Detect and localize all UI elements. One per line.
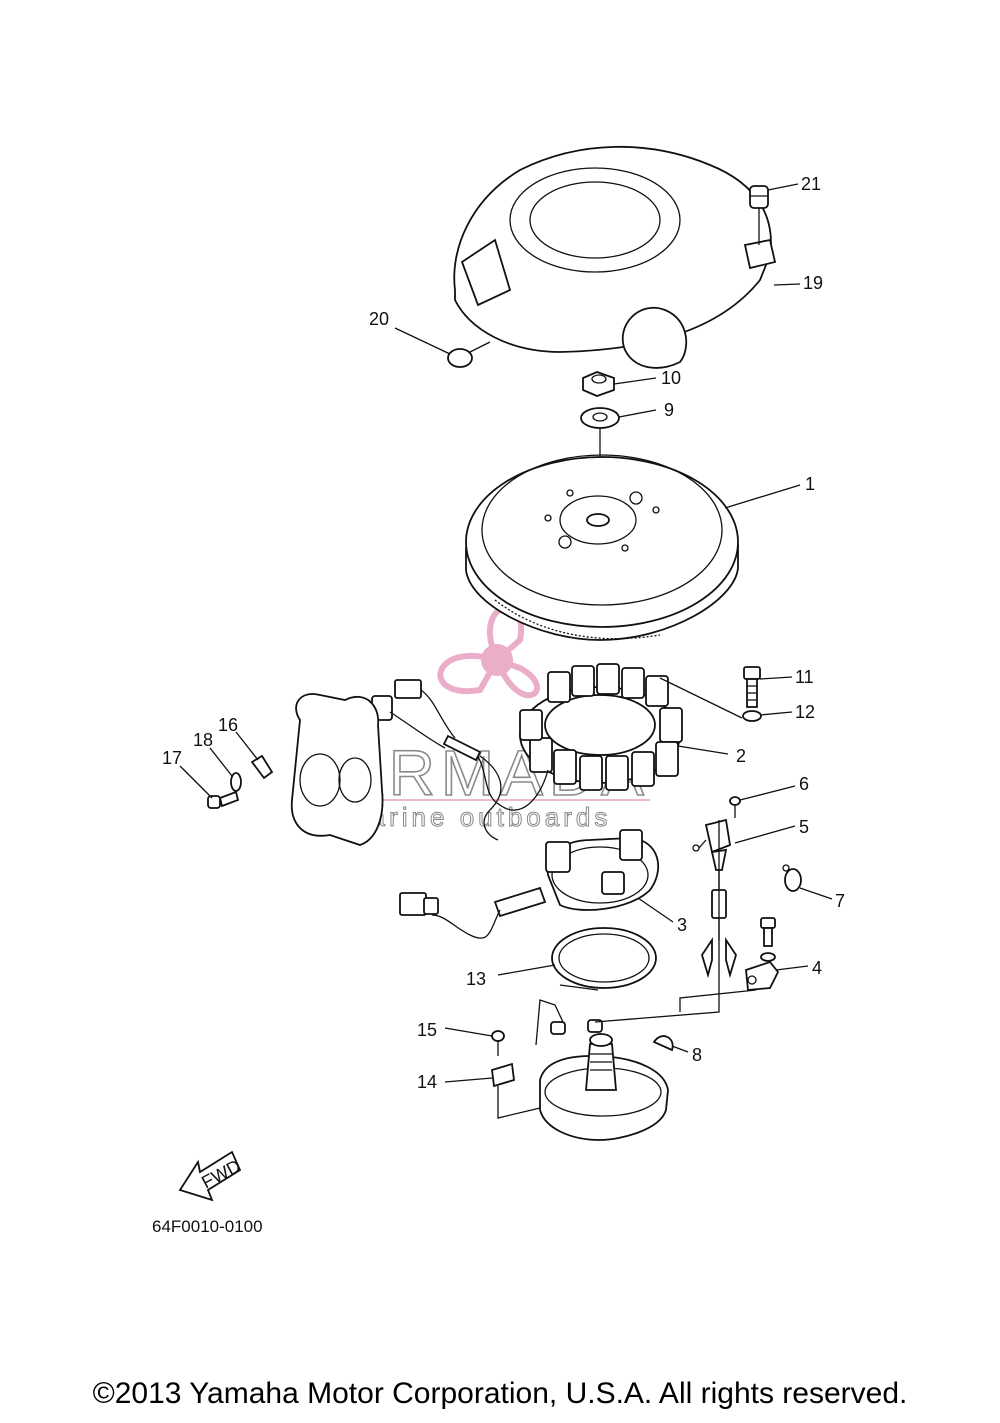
cam-plate-bracket	[290, 693, 384, 846]
part-14-clip	[491, 1062, 515, 1088]
part-18-washer	[230, 772, 242, 792]
part-9-washer	[580, 407, 620, 429]
part-8-woodruff-key	[652, 1035, 674, 1052]
callout-9: 9	[664, 400, 674, 420]
part-19-flywheel-cover	[453, 145, 777, 369]
leader-21	[767, 183, 799, 191]
callout-7: 7	[835, 891, 845, 911]
watermark-propeller-icon	[437, 605, 540, 699]
leader-16	[235, 731, 259, 761]
callout-13: 13	[466, 969, 486, 989]
callout-11: 11	[795, 667, 814, 687]
leader-3	[637, 897, 674, 923]
callout-8: 8	[692, 1045, 702, 1065]
leader-5	[734, 825, 796, 844]
leader-17	[179, 765, 213, 799]
part-10-nut	[582, 371, 615, 397]
part-2-stator	[469, 663, 683, 811]
part-6-screw	[729, 796, 741, 818]
callout-4: 4	[812, 958, 822, 978]
leader-19	[773, 283, 801, 286]
callout-leaders	[179, 183, 833, 1083]
part-17-screw	[207, 790, 240, 809]
leader-1	[724, 484, 801, 509]
leader-6	[739, 785, 796, 801]
leader-13	[497, 964, 556, 976]
part-12-washer	[659, 677, 762, 722]
leader-20	[394, 327, 451, 355]
part-4-clamp	[745, 960, 780, 991]
part-3-pulser-plate	[399, 829, 659, 939]
leader-14	[444, 1077, 493, 1083]
callout-18: 18	[193, 730, 213, 750]
part-13-ring	[551, 927, 657, 989]
part-15-screw	[491, 1030, 505, 1056]
callout-1: 1	[805, 474, 815, 494]
callout-10: 10	[661, 368, 681, 388]
copyright-notice: ©2013 Yamaha Motor Corporation, U.S.A. A…	[92, 1377, 908, 1410]
leader-15	[444, 1027, 493, 1037]
part-5-plug-cap-lead	[692, 818, 737, 979]
leader-8	[671, 1045, 689, 1053]
leader-9	[618, 409, 657, 418]
callout-17: 17	[162, 748, 182, 768]
callout-15: 15	[417, 1020, 437, 1040]
callout-12: 12	[795, 702, 815, 722]
callout-16: 16	[218, 715, 238, 735]
callout-2: 2	[736, 746, 746, 766]
crankcase-base	[539, 1033, 669, 1141]
leader-2	[677, 745, 729, 755]
leader-10	[613, 377, 657, 385]
assembly-guide-lines	[497, 820, 757, 1119]
callout-14: 14	[417, 1072, 437, 1092]
leader-18	[209, 747, 233, 777]
leader-7	[799, 887, 833, 900]
callout-3: 3	[677, 915, 687, 935]
callout-20: 20	[369, 309, 389, 329]
part-11-bolt	[743, 666, 761, 708]
callout-19: 19	[803, 273, 823, 293]
part-20-grommet	[447, 341, 491, 368]
part-21-grommet	[749, 185, 769, 245]
part-16-clip	[250, 754, 274, 780]
fwd-direction-arrow: FWD	[178, 1150, 244, 1202]
part-1-flywheel	[465, 454, 739, 641]
locating-bosses	[550, 1019, 603, 1035]
leader-11	[759, 676, 793, 680]
diagram-code: 64F0010-0100	[152, 1217, 263, 1236]
leader-4	[775, 965, 809, 971]
callout-numbers: 1 2 3 4 5 6 7 8 9 10 11 12 13 14 15 16 1…	[162, 174, 845, 1092]
callout-21: 21	[801, 174, 821, 194]
part-7-clip	[782, 864, 802, 892]
stator-coils	[519, 663, 683, 791]
callout-5: 5	[799, 817, 809, 837]
leader-12	[759, 711, 793, 716]
clamp-bolt	[760, 917, 776, 962]
watermark-tagline: marine outboards	[345, 802, 611, 832]
callout-6: 6	[799, 774, 809, 794]
